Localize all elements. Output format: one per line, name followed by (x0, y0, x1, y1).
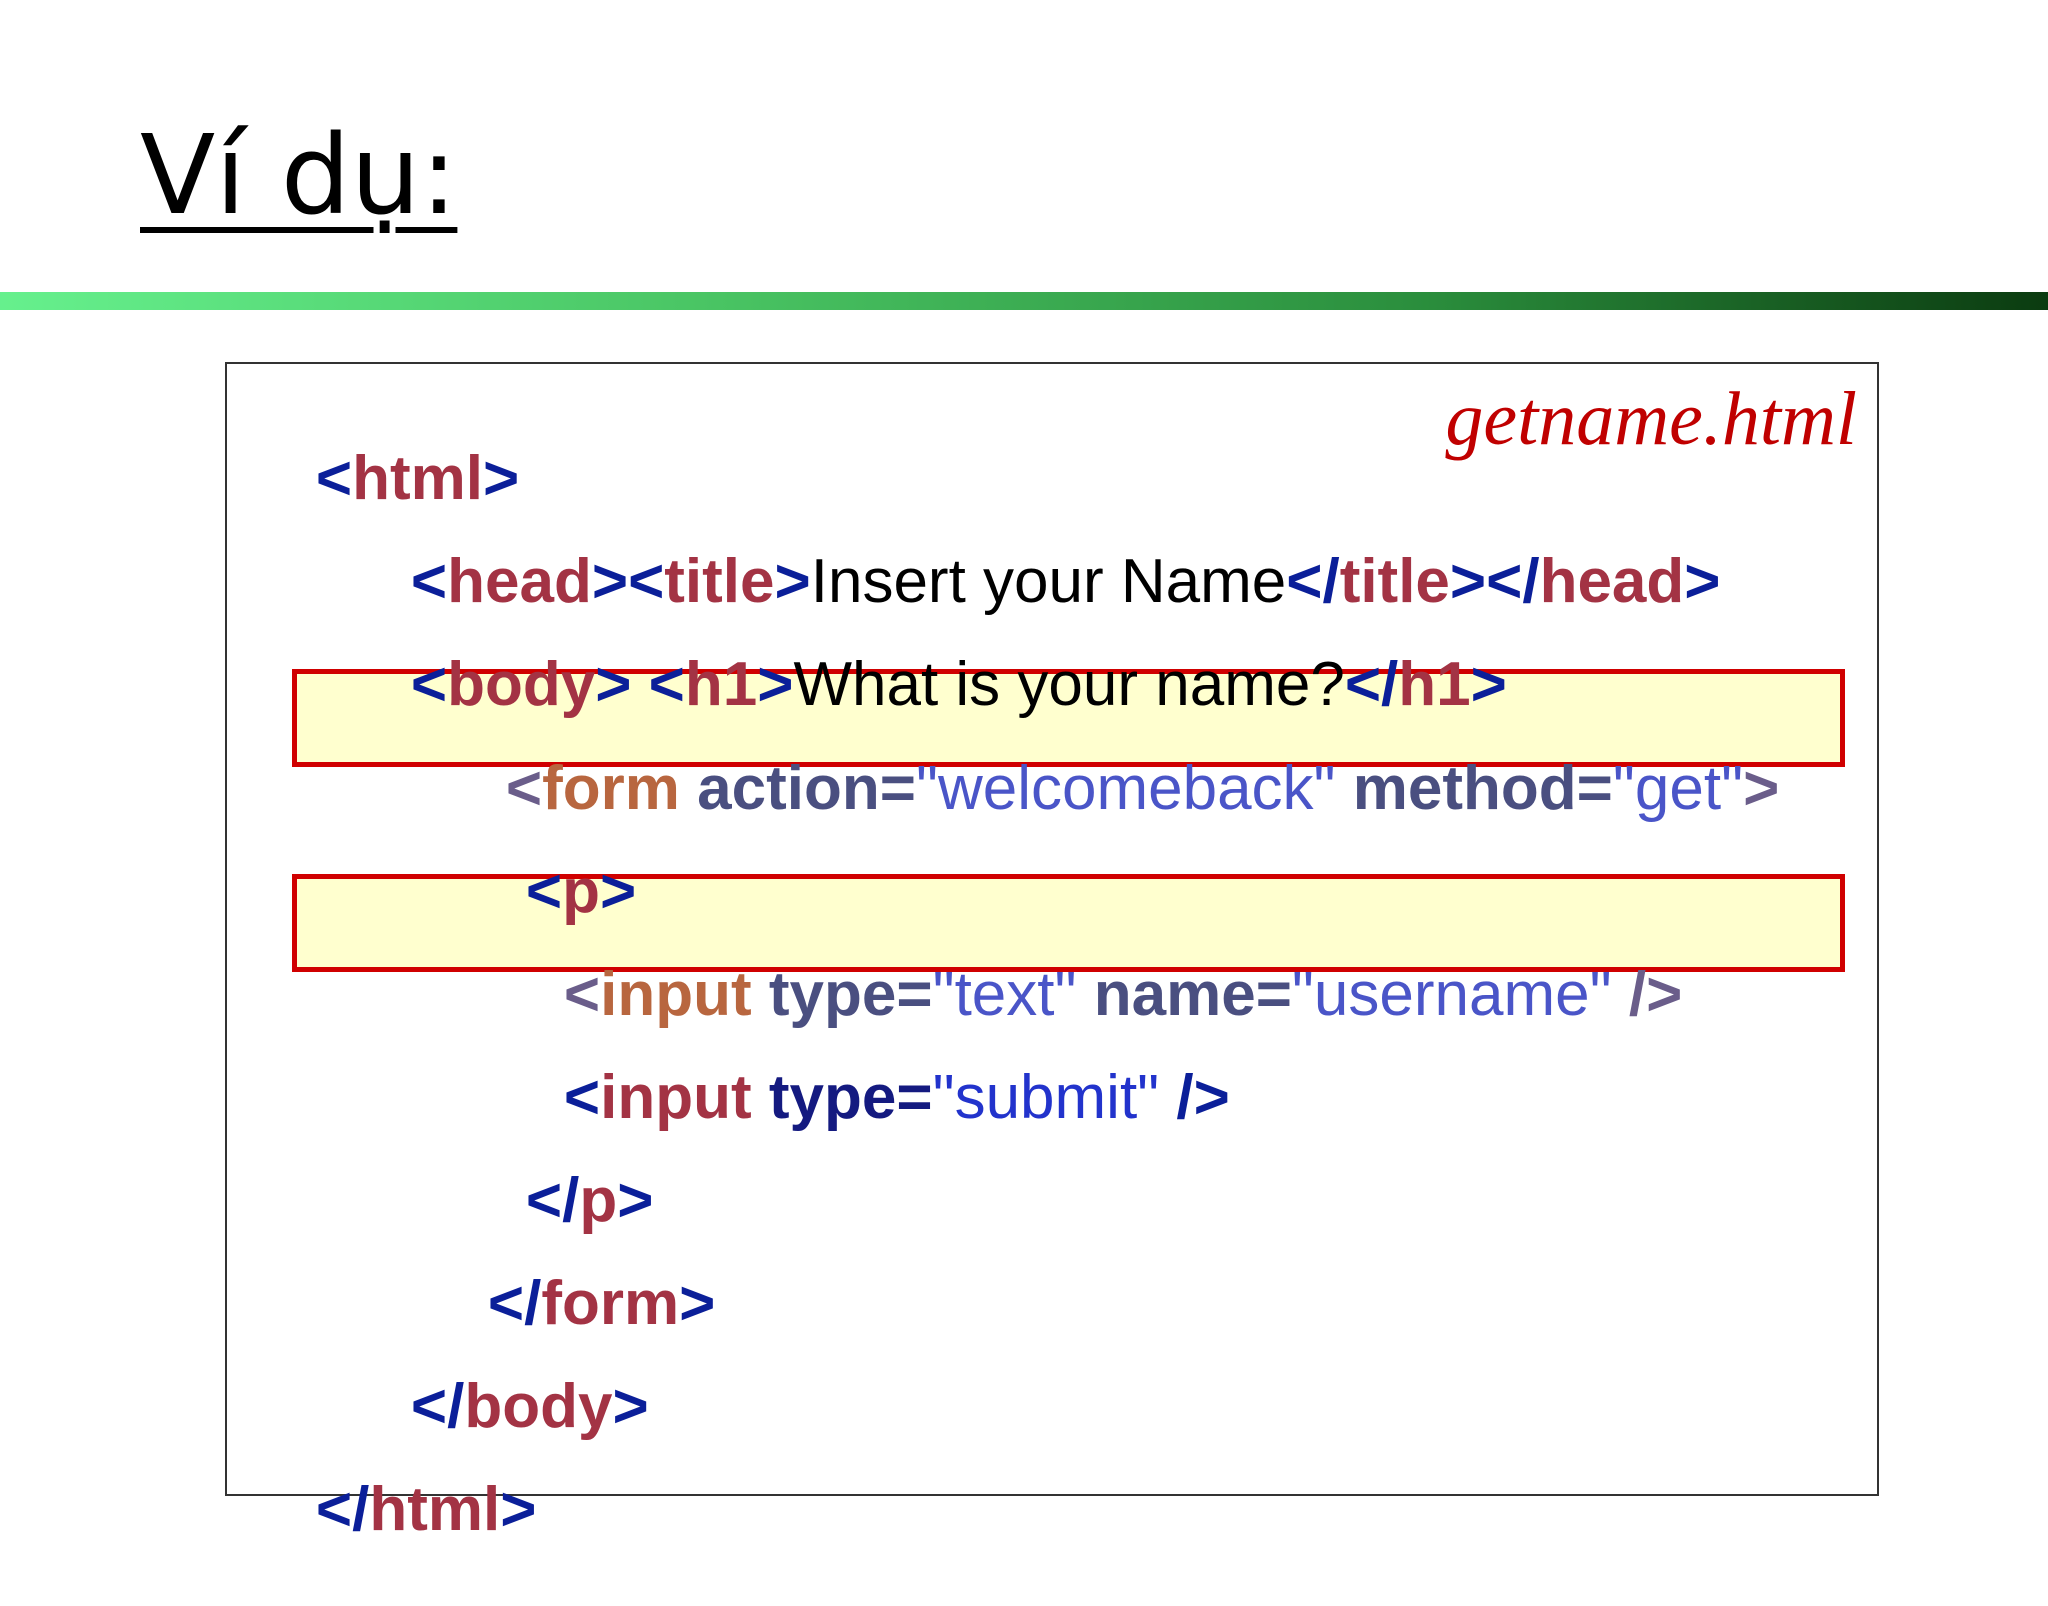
code-line-input-text: <input type="text" name="username" /> (563, 960, 1683, 1029)
code-line-form-close: </form> (487, 1269, 716, 1338)
code-line-form: <form action="welcomeback" method="get"> (505, 754, 1780, 823)
code-line-input-submit: <input type="submit" /> (563, 1063, 1230, 1132)
code-line-p-close: </p> (525, 1166, 654, 1235)
code-line-html-close: </html> (315, 1475, 537, 1544)
form-highlight (292, 669, 1845, 767)
slide-title: Ví dụ: (140, 111, 458, 239)
code-line-head: <head><title>Insert your Name</title></h… (410, 547, 1721, 616)
filename-label: getname.html (1445, 377, 1857, 461)
input-highlight (292, 874, 1845, 972)
code-line-html-open: <html> (315, 444, 520, 513)
code-line-body-close: </body> (410, 1372, 649, 1441)
code-box: getname.html <html> <head><title>Insert … (225, 362, 1879, 1541)
title-divider (0, 292, 2048, 310)
code-line-body-h1: <body> <h1>What is your name?</h1> (410, 650, 1507, 719)
code-line-p-open: <p> (525, 857, 637, 926)
